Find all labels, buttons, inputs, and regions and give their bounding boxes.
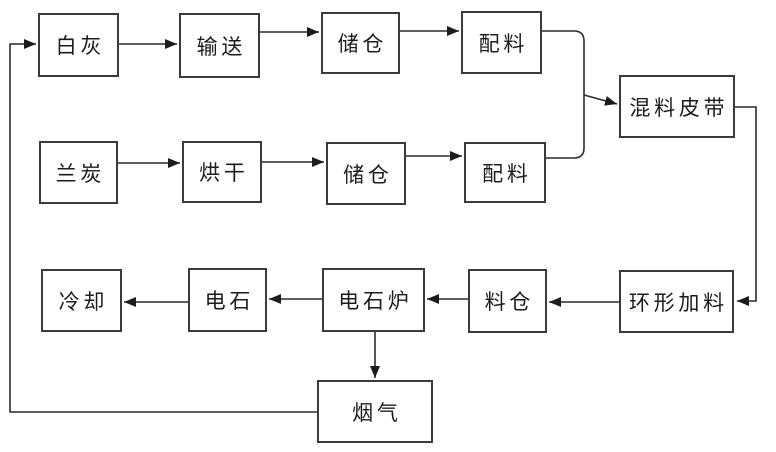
- node-hunliao-pidai: 混料皮带: [619, 75, 735, 138]
- edge-yanqi-to-baihui-feedback: [9, 39, 317, 413]
- node-label: 储仓: [337, 32, 388, 56]
- node-honggan: 烘干: [182, 141, 262, 203]
- node-label: 电石: [204, 289, 255, 313]
- node-liaocang: 料仓: [468, 269, 547, 333]
- edge-merge-to-hunliao: [583, 94, 618, 106]
- node-peiliao-top: 配料: [461, 11, 542, 74]
- node-label: 混料皮带: [629, 95, 729, 120]
- node-label: 电石炉: [338, 289, 413, 313]
- node-shusong: 输送: [179, 13, 260, 78]
- node-label: 烘干: [199, 161, 249, 185]
- edge-hunliao-to-huanxing: [735, 106, 757, 306]
- node-peiliao-bottom: 配料: [464, 142, 546, 203]
- node-label: 配料: [482, 161, 532, 186]
- node-label: 烟气: [352, 400, 402, 425]
- node-label: 配料: [478, 31, 529, 56]
- merge-bracket-peiliao: [542, 30, 585, 159]
- node-dianshi: 电石: [188, 268, 267, 332]
- node-dianshilu: 电石炉: [322, 268, 425, 332]
- node-lengque: 冷却: [41, 269, 122, 332]
- node-huanxing-jialiao: 环形加料: [619, 270, 734, 333]
- node-label: 冷却: [58, 289, 109, 314]
- node-label: 兰炭: [55, 161, 106, 186]
- node-baihui: 白灰: [38, 13, 119, 77]
- node-chucang-top: 储仓: [321, 12, 400, 74]
- node-label: 料仓: [484, 290, 535, 314]
- node-lantan: 兰炭: [39, 141, 118, 204]
- node-label: 白灰: [55, 34, 106, 58]
- node-label: 储仓: [343, 162, 393, 187]
- node-yanqi: 烟气: [317, 380, 433, 443]
- node-label: 环形加料: [628, 290, 728, 315]
- node-label: 输送: [196, 34, 247, 59]
- node-chucang-bottom: 储仓: [326, 142, 406, 205]
